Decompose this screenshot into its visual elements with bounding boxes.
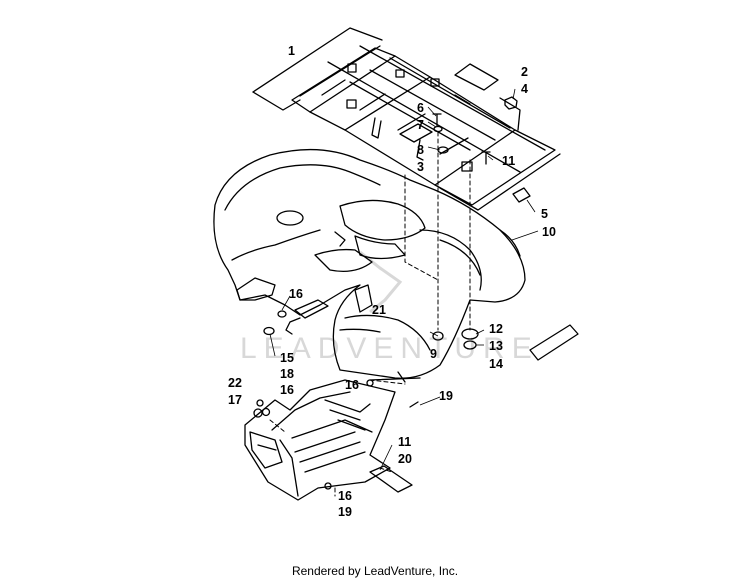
bolt-6 xyxy=(432,113,442,127)
callout-22: 22 xyxy=(228,376,242,390)
callout-15: 15 xyxy=(280,351,294,365)
callout-9: 9 xyxy=(430,347,437,361)
item-1-bracket xyxy=(252,27,383,111)
callout-18: 18 xyxy=(280,367,294,381)
callout-16-a: 16 xyxy=(289,287,303,301)
decal-2 xyxy=(454,63,499,91)
callout-19-b: 19 xyxy=(338,505,352,519)
pad-3 xyxy=(399,123,433,143)
callout-17: 17 xyxy=(228,393,242,407)
screw-19 xyxy=(409,401,419,408)
rear-fender xyxy=(213,148,526,383)
callout-10: 10 xyxy=(542,225,556,239)
callout-14: 14 xyxy=(489,357,503,371)
callout-12: 12 xyxy=(489,322,503,336)
callout-21: 21 xyxy=(372,303,386,317)
callout-20: 20 xyxy=(398,452,412,466)
callout-2: 2 xyxy=(521,65,528,79)
callout-8: 8 xyxy=(417,143,424,157)
bracket-20 xyxy=(369,465,413,493)
fastener-16c xyxy=(324,482,332,490)
callout-16-c: 16 xyxy=(345,378,359,392)
footer-credit: Rendered by LeadVenture, Inc. xyxy=(291,564,459,578)
callout-7: 7 xyxy=(417,118,424,132)
washer-12 xyxy=(461,328,479,340)
callout-16-b: 16 xyxy=(280,383,294,397)
callout-11-lower: 11 xyxy=(398,435,411,449)
cargo-rack xyxy=(291,45,561,211)
grommet-5 xyxy=(512,187,531,203)
callout-leaders xyxy=(269,88,539,471)
callout-1: 1 xyxy=(288,44,295,58)
fastener-16d xyxy=(366,379,374,387)
bolt-11-upper xyxy=(481,151,491,165)
fastener-22b xyxy=(256,399,264,407)
callout-4: 4 xyxy=(521,82,528,96)
callout-16-d: 16 xyxy=(338,489,352,503)
leadventure-watermark: LEADVENTURE xyxy=(240,250,539,365)
nut-9 xyxy=(432,331,444,341)
callout-6: 6 xyxy=(417,101,424,115)
callout-5: 5 xyxy=(541,207,548,221)
callout-11-upper: 11 xyxy=(502,154,515,168)
callout-13: 13 xyxy=(489,339,503,353)
nut-4 xyxy=(504,96,518,110)
fastener-16a xyxy=(277,310,287,318)
washer-15 xyxy=(263,326,275,336)
fastener-16b xyxy=(261,407,271,417)
washer-7 xyxy=(433,125,443,133)
callout-3: 3 xyxy=(417,160,424,174)
callout-labels: 1 2 4 6 7 8 3 11 5 10 21 16 12 13 9 14 1… xyxy=(228,44,556,519)
footwell xyxy=(244,377,421,501)
fastener-22 xyxy=(253,408,263,418)
callout-19-a: 19 xyxy=(439,389,453,403)
decal-14 xyxy=(529,324,579,361)
watermark-text: LEADVENTURE xyxy=(240,332,539,365)
